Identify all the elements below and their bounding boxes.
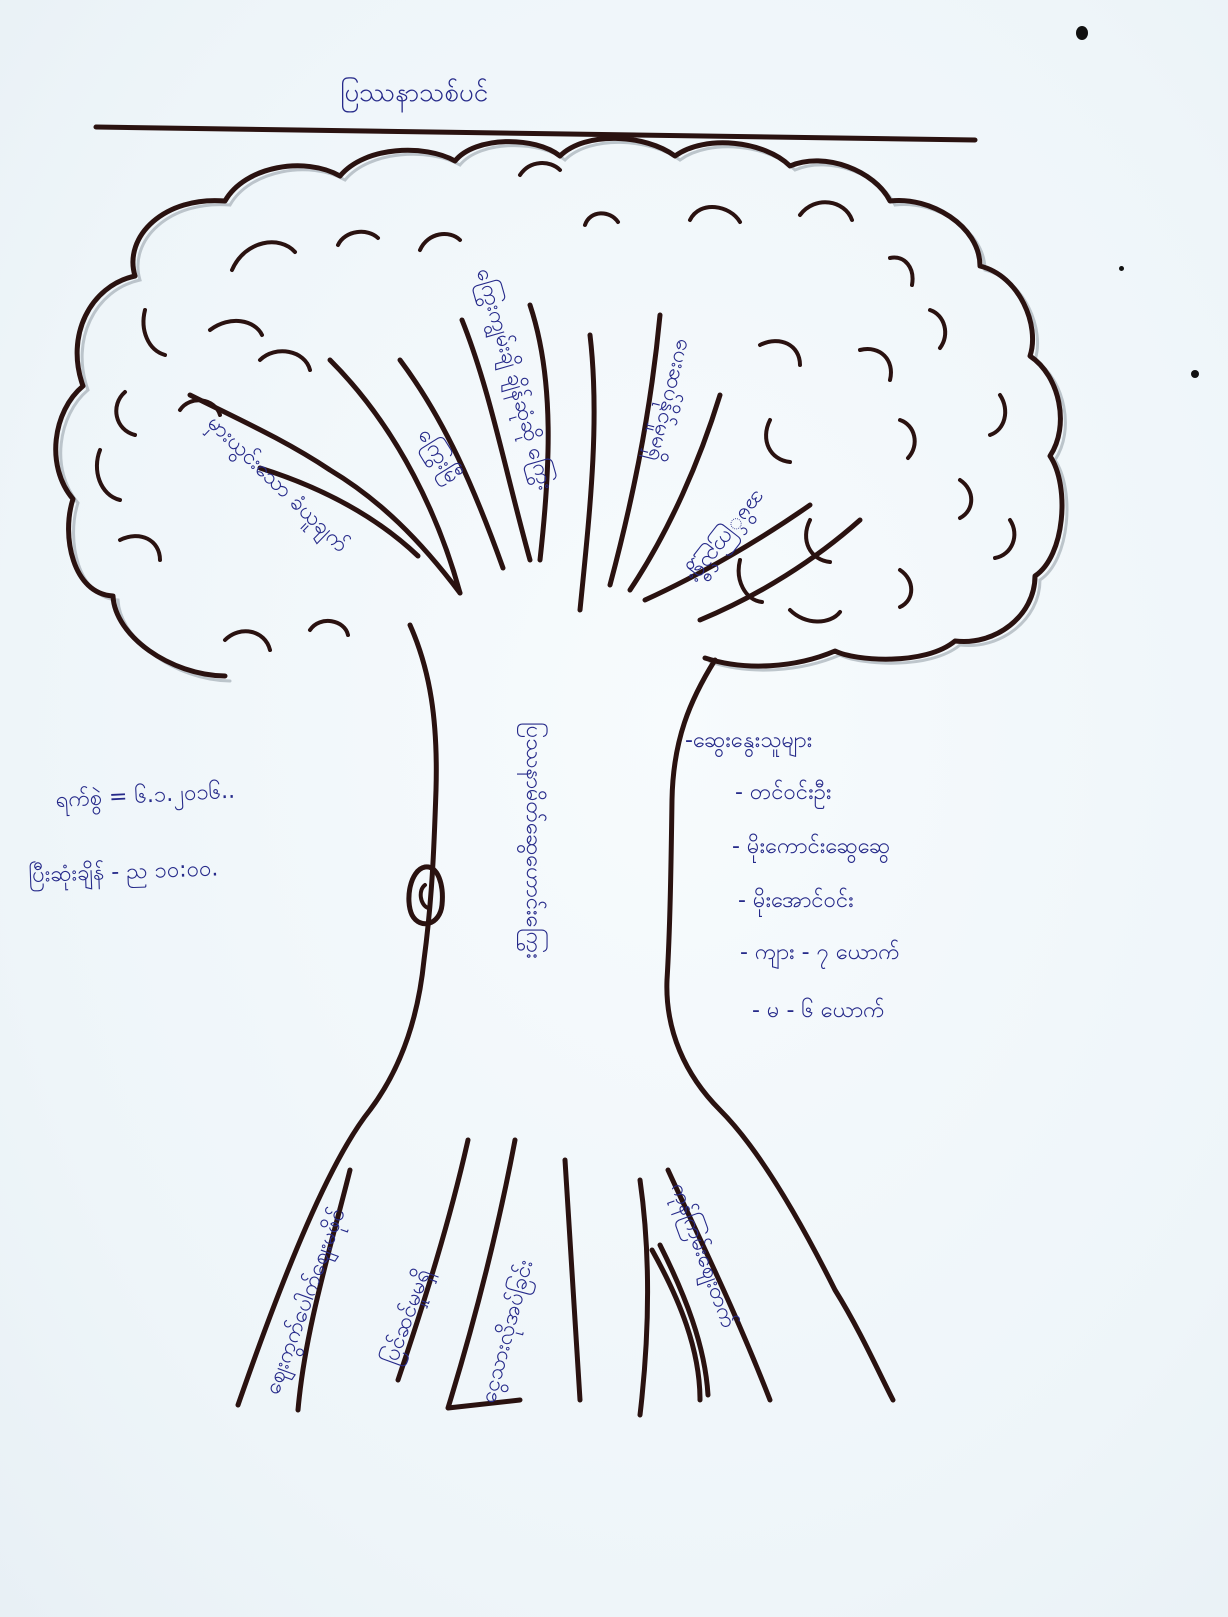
participants-heading: -ဆွေးနွေးသူများ [685, 730, 812, 752]
canopy-scallops [97, 163, 1014, 650]
trunk-right-edge [667, 660, 893, 1400]
trunk-knot [409, 867, 442, 924]
participant-item: - တင်ဝင်းဦး [735, 782, 832, 804]
trunk-label: ပြဿနာမိတ်ဆွေဟောင်းကြွေး [522, 722, 544, 959]
ink-dot [1119, 266, 1124, 271]
title-underline [96, 127, 975, 140]
ink-dot [1076, 26, 1088, 40]
diagram-title: ပြဿနာသစ်ပင် [340, 80, 488, 106]
participant-item: - မိုးကောင်းဆွေဆွေ [732, 836, 890, 858]
participant-item: - မ - ၆ ယောက် [752, 1000, 885, 1022]
ink-dot [1191, 370, 1199, 378]
participant-item: - ကျား - ၇ ယောက် [740, 942, 900, 964]
participant-item: - မိုးအောင်ဝင်း [738, 890, 854, 912]
